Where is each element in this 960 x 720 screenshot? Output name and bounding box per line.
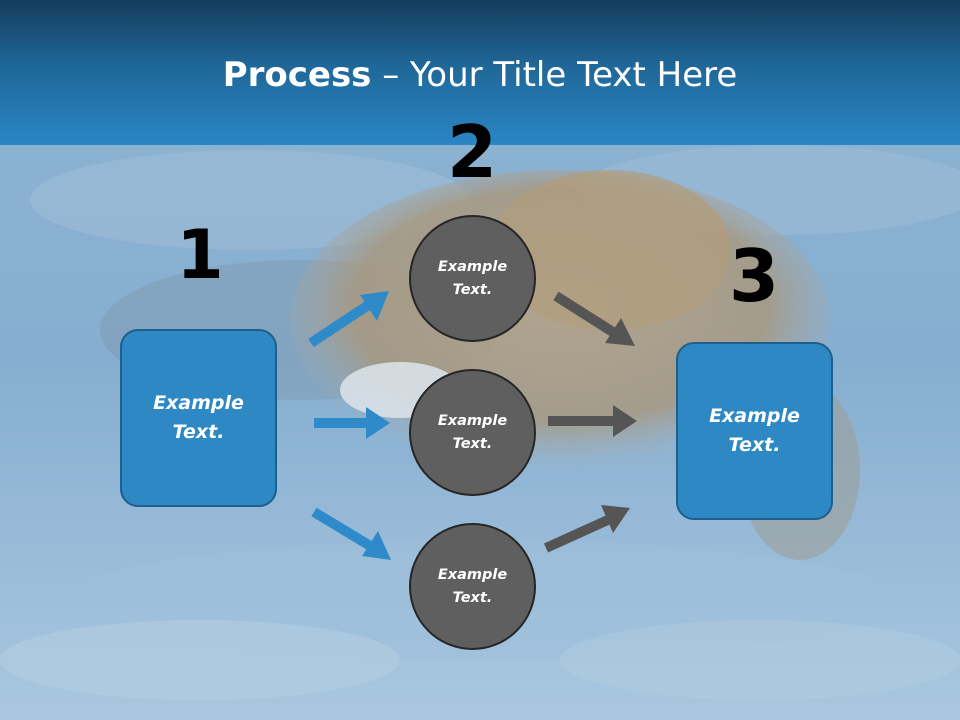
circle-top-text: Example Text. bbox=[437, 258, 508, 298]
process-circle-bottom: Example Text. bbox=[409, 523, 536, 650]
start-box: Example Text. bbox=[120, 329, 277, 507]
slide-title: Process – Your Title Text Here bbox=[0, 52, 960, 98]
circle-middle-text: Example Text. bbox=[437, 412, 508, 452]
title-rest: – Your Title Text Here bbox=[371, 55, 738, 95]
title-bar bbox=[0, 0, 960, 145]
process-circle-middle: Example Text. bbox=[409, 369, 536, 496]
step-number-2: 2 bbox=[446, 110, 498, 194]
step-number-3: 3 bbox=[728, 234, 780, 318]
title-bold: Process bbox=[222, 55, 372, 95]
step-number-1: 1 bbox=[176, 216, 224, 295]
end-box: Example Text. bbox=[676, 342, 833, 520]
circle-bottom-text: Example Text. bbox=[437, 566, 508, 606]
process-circle-top: Example Text. bbox=[409, 215, 536, 342]
end-box-text: Example Text. bbox=[709, 405, 800, 456]
start-box-text: Example Text. bbox=[153, 392, 244, 443]
